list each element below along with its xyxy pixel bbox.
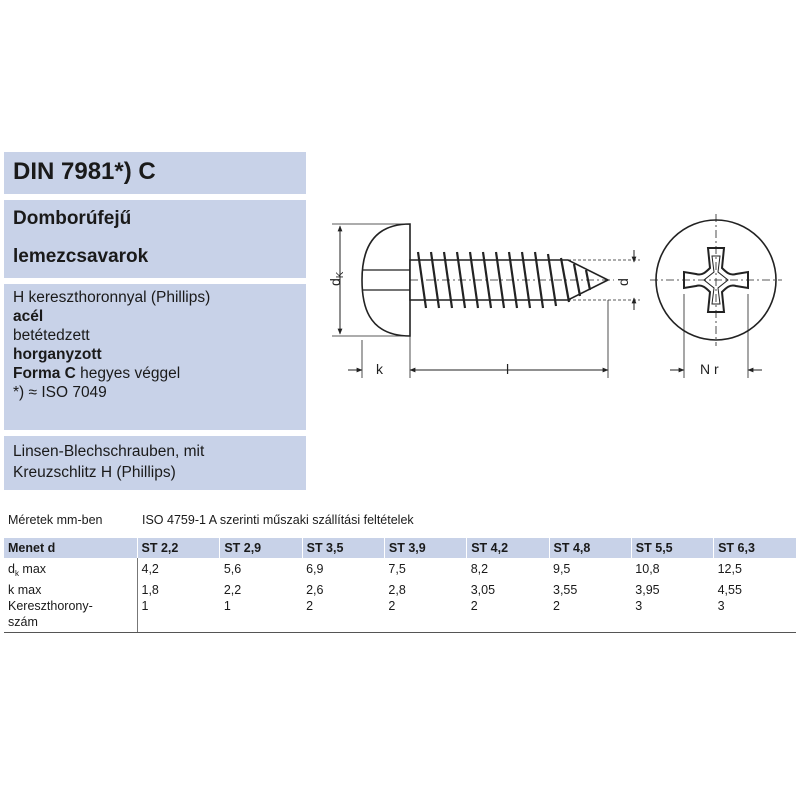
- table-cell: 4,55: [717, 583, 742, 597]
- table-cell: 3: [631, 598, 714, 633]
- table-cell: 2: [549, 598, 632, 633]
- table-cell: 3: [713, 598, 796, 633]
- table-cell: 10,8: [635, 562, 660, 576]
- table-cell: 3,95: [635, 583, 660, 597]
- l-label: l: [506, 361, 509, 377]
- dk-label: dK: [327, 271, 346, 286]
- header-size: ST 2,2: [137, 538, 221, 558]
- k-label: k: [376, 361, 384, 377]
- nr-label: N r: [700, 361, 719, 377]
- table-cell: 1,8: [141, 583, 159, 597]
- k-l-dimension: [348, 300, 609, 378]
- screw-side-view: [361, 223, 614, 337]
- german-name-line-1: Linsen-Blechschrauben, mit: [13, 443, 205, 460]
- description-panel: H kereszthoronnyal (Phillips) acél betét…: [4, 284, 306, 430]
- table-cell: 2: [466, 598, 549, 633]
- hardening-text: betétedzett: [13, 327, 90, 344]
- row-label-dk-max: dk max: [4, 558, 138, 582]
- dk-dimension: [332, 223, 410, 337]
- table-cell: 3,55: [553, 583, 578, 597]
- iso-equivalent-text: *) ≈ ISO 7049: [13, 384, 107, 401]
- header-size: ST 5,5: [631, 538, 715, 558]
- screw-top-view: [650, 214, 782, 378]
- header-size: ST 2,9: [219, 538, 303, 558]
- d-label: d: [615, 278, 631, 286]
- table-cell: 5,6: [223, 562, 242, 576]
- dimension-table: Menet d ST 2,2 ST 2,9 ST 3,5 ST 3,9 ST 4…: [4, 538, 796, 633]
- title-panel: DIN 7981*) C: [4, 152, 306, 194]
- table-cell: 2,8: [388, 583, 406, 597]
- table-cell: 2: [302, 598, 385, 633]
- product-name-panel: Domborúfejű lemezcsavarok: [4, 200, 306, 278]
- material-text: acél: [13, 308, 44, 325]
- header-size: ST 3,5: [302, 538, 385, 558]
- german-name-line-2: Kreuzschlitz H (Phillips): [13, 464, 176, 481]
- header-size: ST 6,3: [713, 538, 796, 558]
- table-row-dk-max: dk max 4,2 5,6 6,9 7,5 8,2 9,5 10,8 12,5: [4, 558, 796, 582]
- table-cell: 7,5: [388, 562, 406, 576]
- header-size: ST 4,8: [549, 538, 632, 558]
- form-desc: hegyes véggel: [75, 365, 181, 382]
- table-cell: 9,5: [553, 562, 571, 576]
- product-name-line-2: lemezcsavarok: [13, 246, 149, 267]
- header-size: ST 3,9: [384, 538, 468, 558]
- drive-type-text: H kereszthoronnyal (Phillips): [13, 289, 211, 306]
- table-cell: 3,05: [470, 583, 496, 597]
- form-label: Forma C: [13, 365, 76, 382]
- table-cell: 1: [219, 598, 303, 633]
- phillips-recess-icon: [683, 247, 749, 313]
- german-name-panel: Linsen-Blechschrauben, mit Kreuzschlitz …: [4, 436, 306, 490]
- product-name-line-1: Domborúfejű: [13, 208, 132, 229]
- table-cell: 6,9: [306, 562, 324, 576]
- d-dimension: [568, 250, 640, 310]
- finish-text: horganyzott: [13, 346, 102, 363]
- table-row-recess-number: Kereszthorony-szám 1 1 2 2 2 2 3 3: [4, 598, 796, 633]
- table-row-k-max: k max 1,8 2,2 2,6 2,8 3,05 3,55 3,95 4,5…: [4, 582, 796, 598]
- page-title: DIN 7981*) C: [13, 158, 156, 185]
- table-header-row: Menet d ST 2,2 ST 2,9 ST 3,5 ST 3,9 ST 4…: [4, 538, 796, 558]
- row-label-k-max: k max: [4, 582, 138, 598]
- table-cell: 8,2: [470, 562, 489, 576]
- table-cell: 12,5: [717, 562, 742, 576]
- table-cell: 2: [384, 598, 467, 633]
- header-thread: Menet d: [4, 538, 138, 558]
- units-note: Méretek mm-ben: [8, 513, 103, 527]
- table-cell: 4,2: [141, 562, 159, 576]
- header-size: ST 4,2: [466, 538, 550, 558]
- table-cell: 2,2: [223, 583, 242, 597]
- standard-note: ISO 4759-1 A szerinti műszaki szállítási…: [142, 513, 414, 527]
- row-label-recess-number: Kereszthorony-szám: [4, 598, 138, 633]
- form-text: Forma C hegyes véggel: [13, 364, 180, 383]
- table-cell: 1: [137, 598, 220, 633]
- screw-technical-drawing: dK d k l N r: [327, 214, 782, 378]
- table-cell: 2,6: [306, 583, 324, 597]
